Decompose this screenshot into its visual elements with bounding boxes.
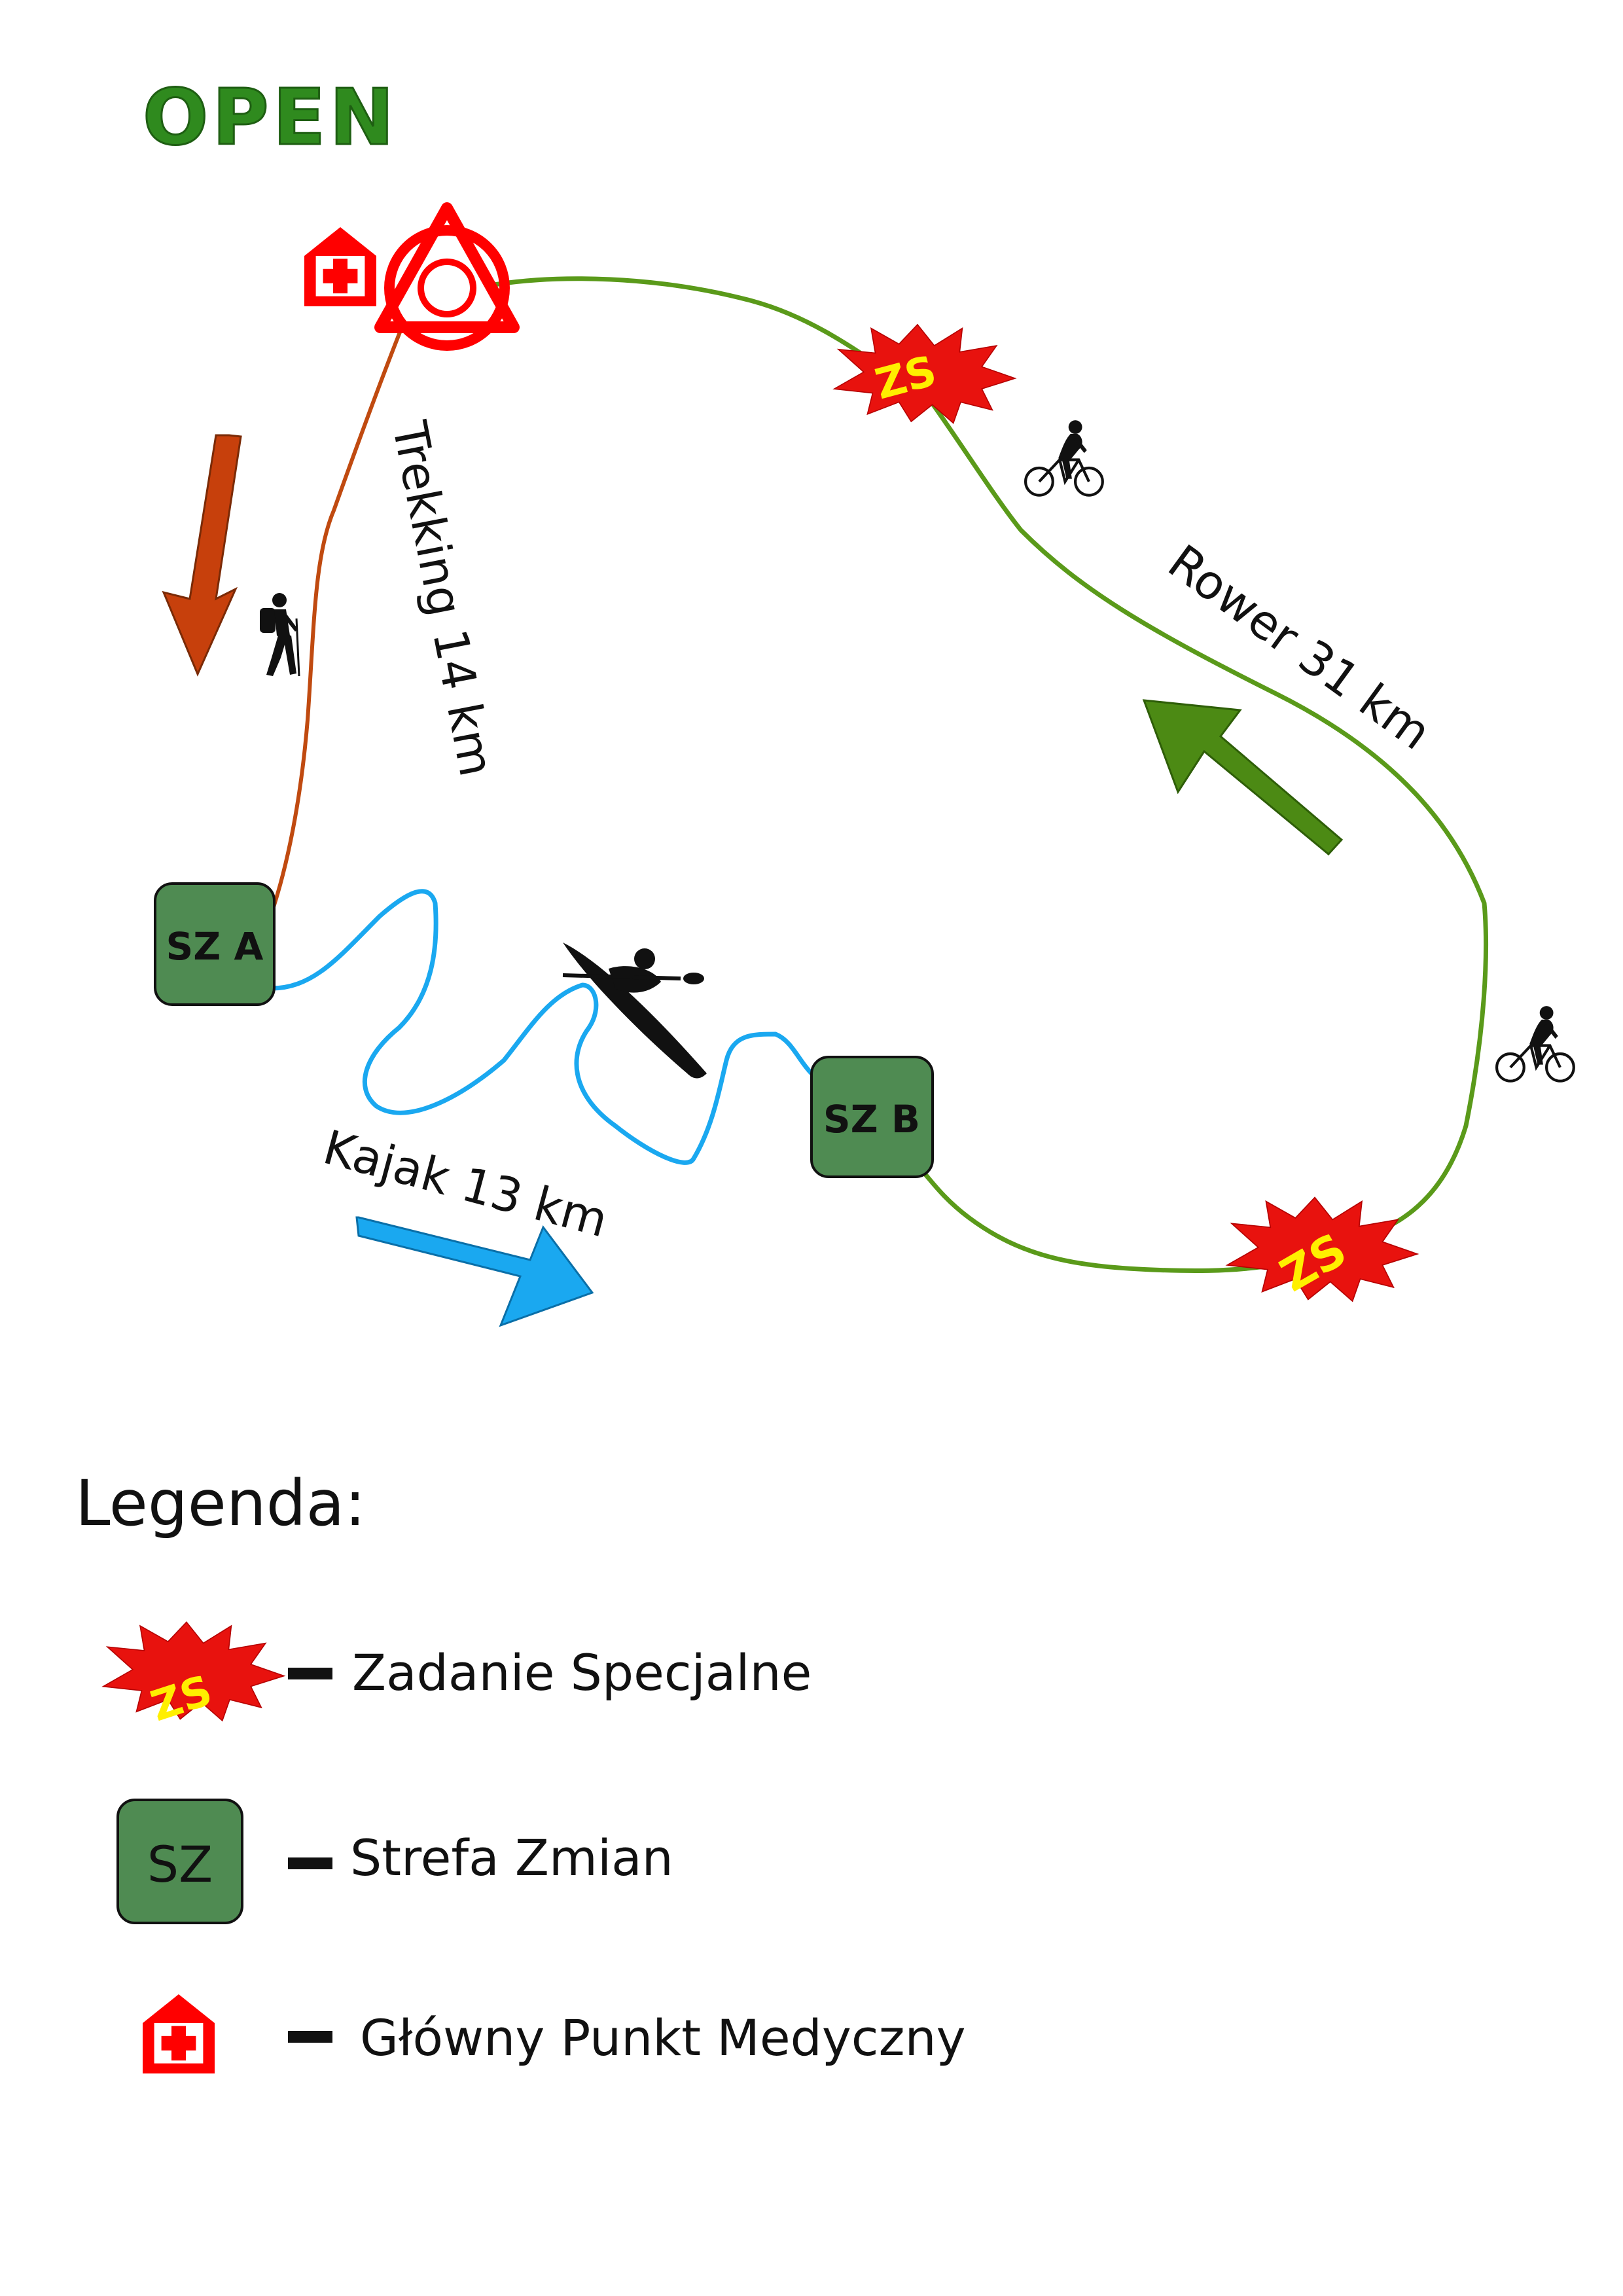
trekking-route xyxy=(270,319,406,914)
cyclist-icon xyxy=(1497,1006,1574,1081)
zs-marker: ZS xyxy=(1226,1196,1418,1302)
zs-marker: ZS xyxy=(833,324,1016,424)
bike-route xyxy=(493,276,1488,1274)
kayak-route xyxy=(271,889,813,1165)
legend-dash xyxy=(288,2031,332,2043)
legend-item-zs: ZS Zadanie Specjalne xyxy=(102,1621,812,1731)
zone-a-label: SZ A xyxy=(166,924,264,969)
kayak-direction-arrow xyxy=(355,1216,594,1327)
trekking-label: Trekking 14 km xyxy=(382,416,505,781)
bike-direction-arrow xyxy=(1142,699,1344,856)
start-icon xyxy=(374,202,520,351)
legend-item-sz: SZ Strefa Zmian xyxy=(116,1799,673,1924)
kayak-icon xyxy=(562,942,707,1079)
map-title: OPEN xyxy=(143,72,398,162)
zone-b: SZ B xyxy=(810,1056,934,1178)
legend-item-medical: Główny Punkt Medyczny xyxy=(143,1994,966,2073)
medical-icon xyxy=(143,1994,215,2073)
legend-dash xyxy=(288,1857,332,1869)
zone-b-label: SZ B xyxy=(823,1097,920,1141)
legend-medical-text: Główny Punkt Medyczny xyxy=(360,2009,966,2067)
zone-a: SZ A xyxy=(154,882,276,1006)
trekking-direction-arrow xyxy=(162,434,242,677)
legend-dash xyxy=(288,1668,332,1679)
legend-sz-symbol: SZ xyxy=(147,1835,213,1893)
legend-heading: Legenda: xyxy=(75,1467,366,1540)
hiker-icon xyxy=(259,592,300,677)
medical-icon xyxy=(304,227,376,306)
cyclist-icon xyxy=(1026,420,1103,495)
legend-sz-text: Strefa Zmian xyxy=(350,1829,673,1887)
legend-zs-text: Zadanie Specjalne xyxy=(352,1643,812,1702)
